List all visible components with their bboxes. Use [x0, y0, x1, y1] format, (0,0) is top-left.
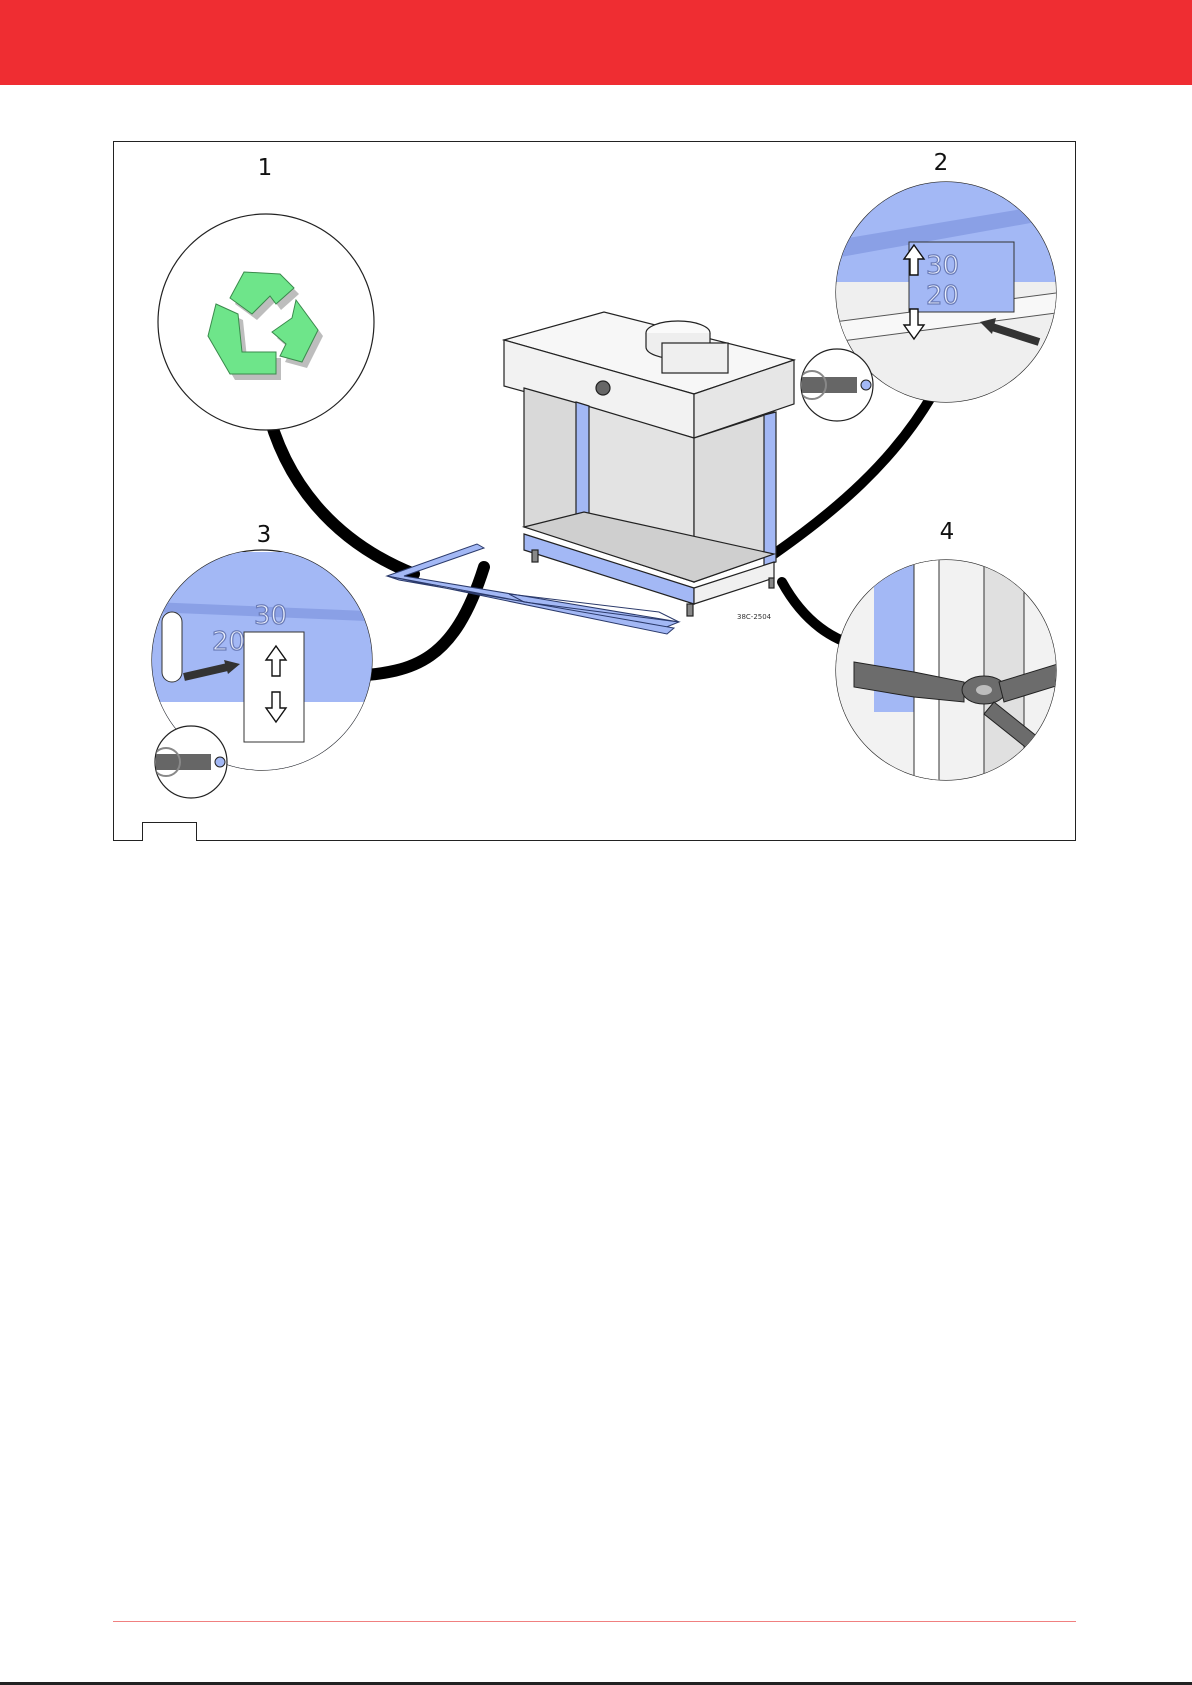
step-number-2: 2 — [934, 150, 949, 176]
step-number-1: 1 — [258, 155, 273, 181]
detail-circle-pliers: 4 — [834, 519, 1069, 792]
detail-circle-recycle — [158, 214, 374, 430]
header-band — [0, 0, 1192, 85]
scale-label-lower: 20 — [926, 281, 959, 311]
scale-label-upper: 30 — [926, 251, 959, 281]
figure-frame: 38C-2504 — [113, 141, 1076, 841]
fireplace-unit — [504, 312, 794, 616]
footer-rule — [113, 1621, 1076, 1622]
figure-label-box — [142, 822, 197, 841]
detail-circle-adjust-left: 30 20 3 — [152, 522, 392, 798]
drawing-code: 38C-2504 — [737, 613, 772, 621]
step-number-4: 4 — [940, 519, 955, 545]
installation-figure: 38C-2504 — [114, 142, 1077, 842]
detail-circle-adjust-right: 30 20 2 — [798, 150, 1074, 421]
step-number-3: 3 — [257, 522, 272, 548]
scale-label-lower-left: 20 — [212, 627, 245, 657]
scale-label-upper-left: 30 — [254, 601, 287, 631]
